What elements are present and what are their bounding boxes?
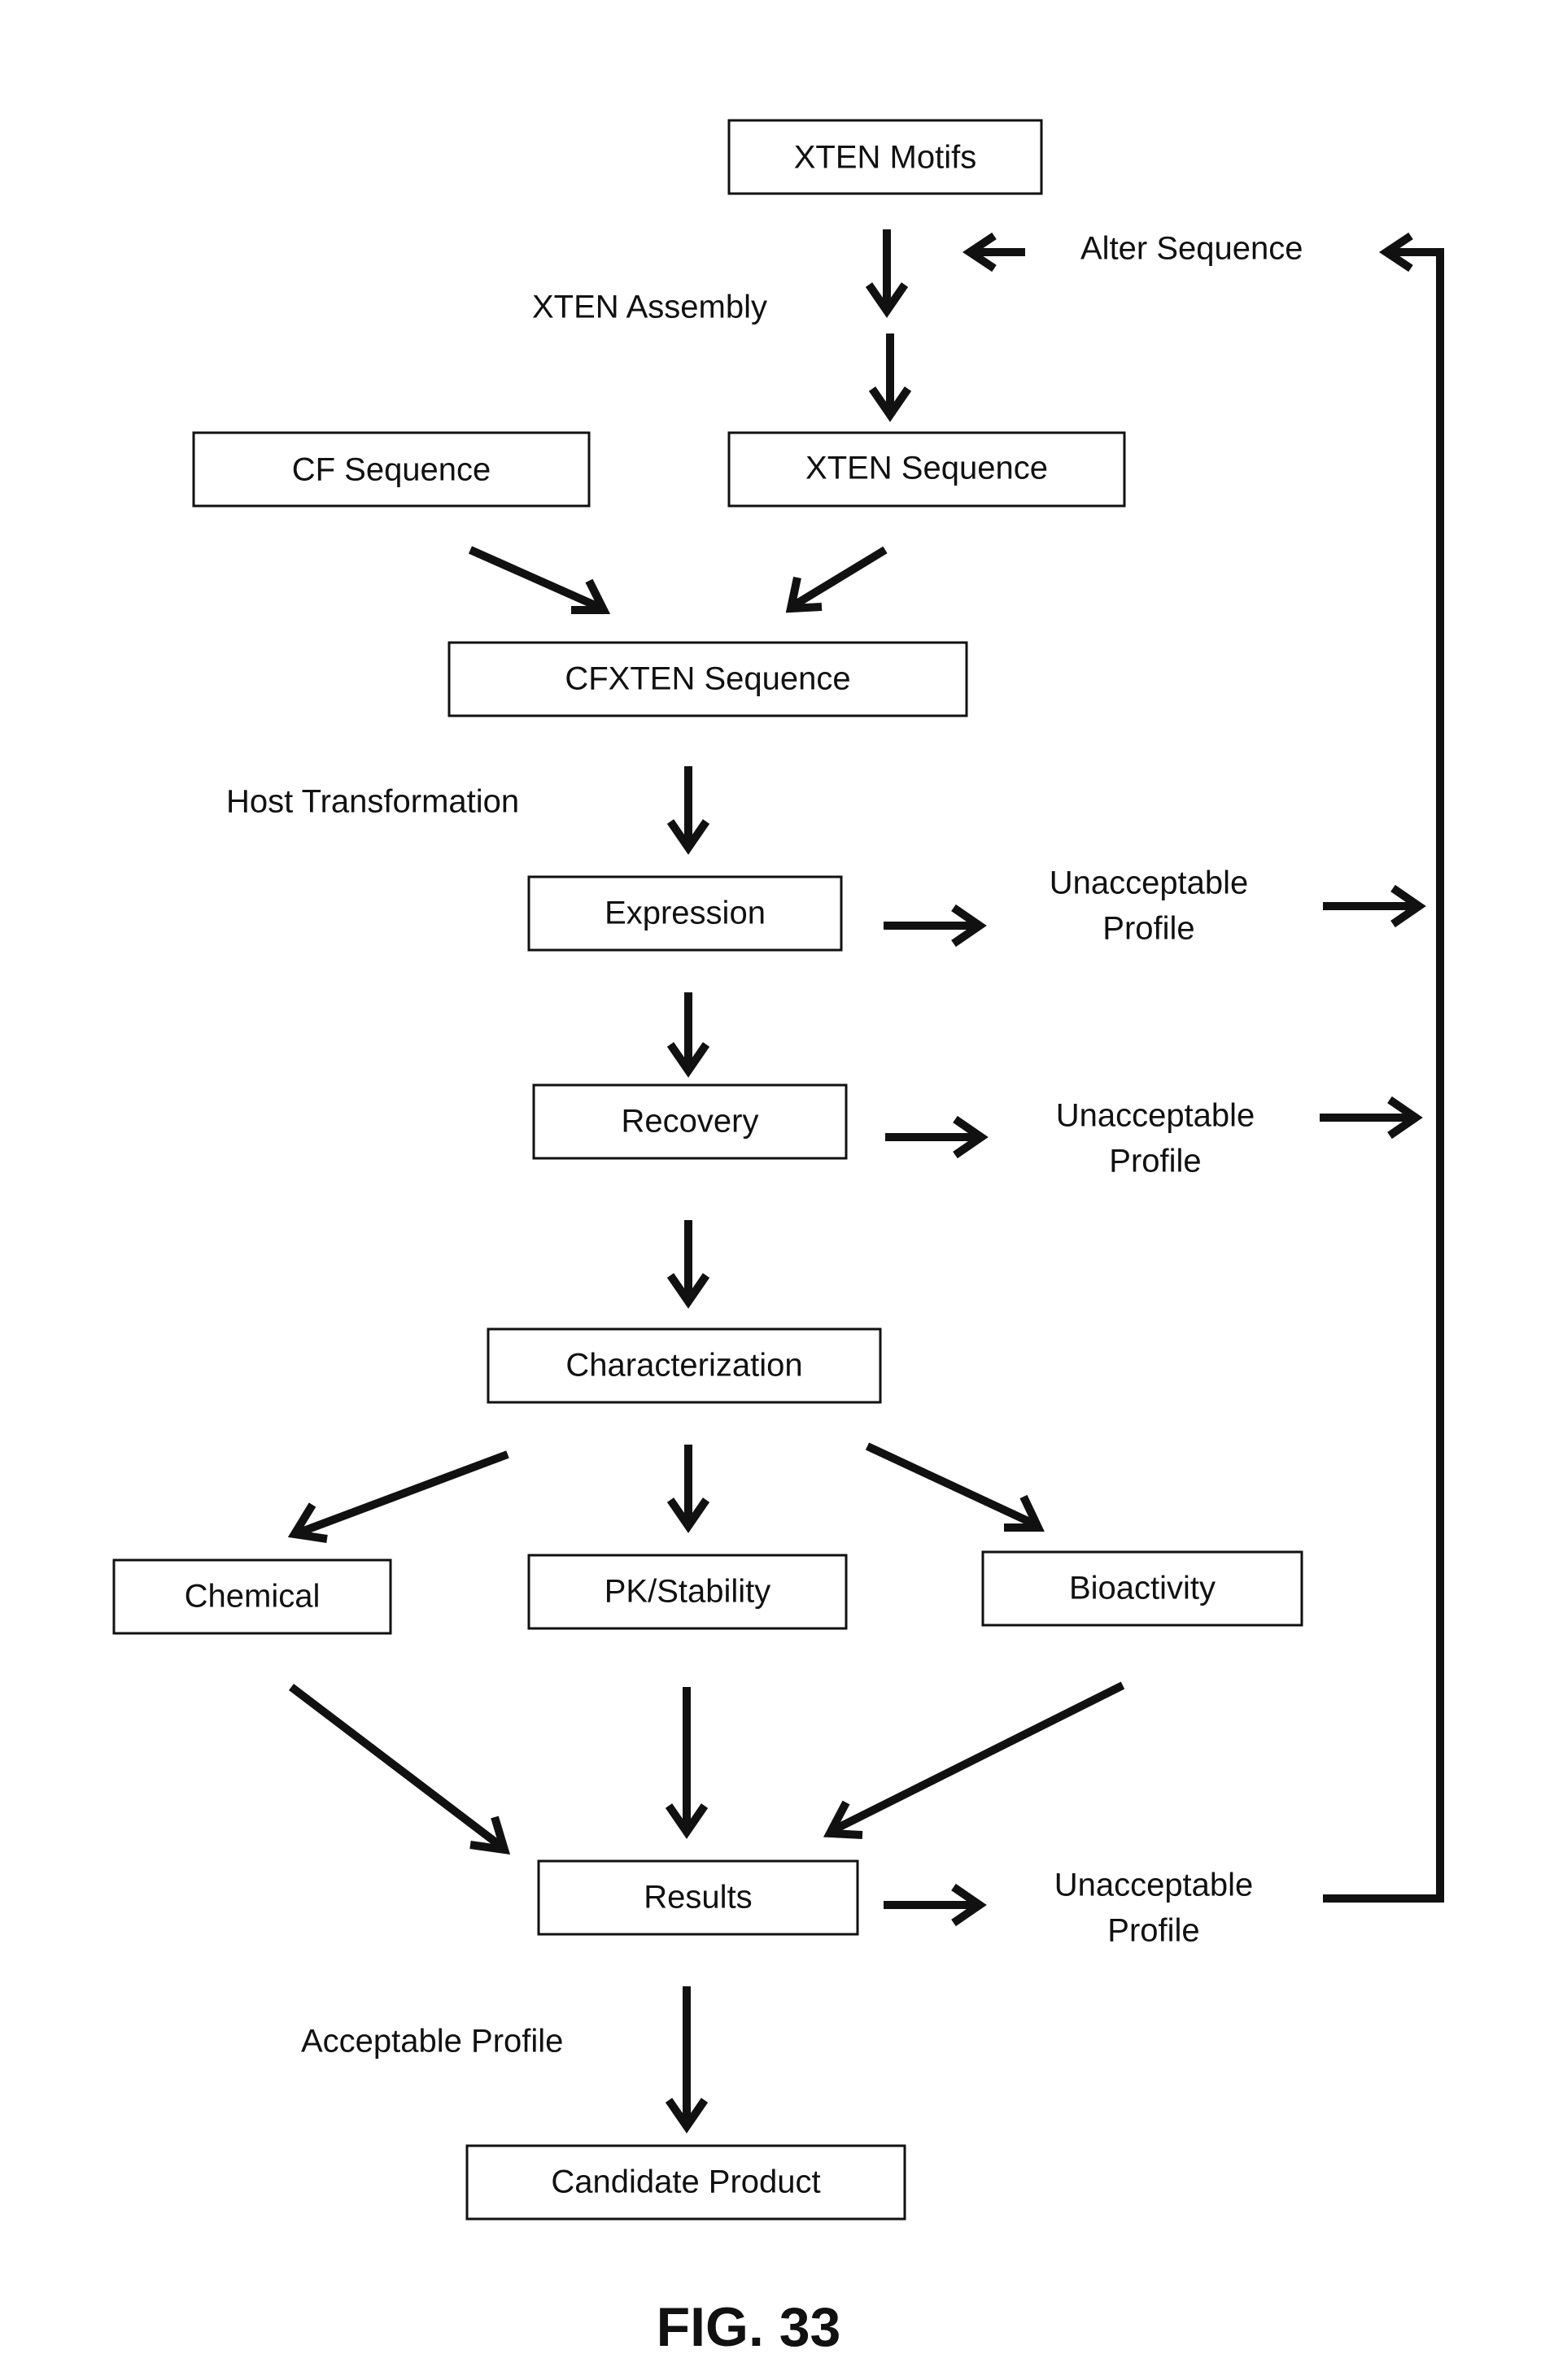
label-xten-assembly: XTEN Assembly [532, 290, 767, 325]
svg-text:Expression: Expression [605, 896, 766, 931]
node-candidate-product: Candidate Product [467, 2146, 905, 2219]
arrow-bioactivity-to-results [830, 1685, 1123, 1835]
svg-text:XTEN Motifs: XTEN Motifs [794, 140, 976, 176]
arrow-feedback-loop [1323, 236, 1440, 1898]
arrow-unacceptable-2-to-feedback [1320, 1100, 1416, 1136]
node-cf-sequence: CF Sequence [194, 433, 589, 506]
arrow-cfxten-to-expression [670, 766, 706, 848]
label-unacceptable-profile-3-line2: Profile [1107, 1913, 1199, 1949]
node-chemical: Chemical [114, 1560, 391, 1633]
label-host-transformation: Host Transformation [226, 784, 519, 820]
svg-text:Results: Results [644, 1880, 752, 1916]
arrow-expression-to-unacceptable [884, 908, 980, 944]
label-alter-sequence: Alter Sequence [1080, 231, 1303, 267]
svg-text:Recovery: Recovery [622, 1104, 759, 1140]
node-recovery: Recovery [534, 1085, 846, 1158]
arrow-expression-to-recovery [670, 992, 706, 1070]
arrow-xten-to-cfxten [791, 550, 885, 608]
arrow-characterization-to-chemical [295, 1454, 508, 1539]
svg-text:CF Sequence: CF Sequence [292, 452, 491, 488]
arrow-results-to-candidate [669, 1986, 705, 2126]
node-cfxten-sequence: CFXTEN Sequence [449, 643, 967, 716]
arrow-unacceptable-1-to-feedback [1323, 888, 1419, 924]
svg-text:CFXTEN Sequence: CFXTEN Sequence [565, 661, 850, 697]
svg-text:PK/Stability: PK/Stability [605, 1574, 771, 1610]
label-acceptable-profile: Acceptable Profile [301, 2024, 563, 2060]
label-unacceptable-profile-2-line1: Unacceptable [1056, 1098, 1255, 1134]
node-results: Results [539, 1861, 858, 1934]
svg-text:XTEN Sequence: XTEN Sequence [805, 451, 1048, 486]
label-unacceptable-profile-1-line2: Profile [1102, 911, 1194, 947]
svg-text:Candidate Product: Candidate Product [551, 2164, 820, 2200]
arrow-characterization-to-pk [670, 1445, 706, 1526]
arrow-alter-sequence-left [970, 236, 1025, 268]
arrow-cf-to-cfxten [470, 550, 604, 610]
svg-text:Bioactivity: Bioactivity [1069, 1571, 1216, 1606]
node-pk-stability: PK/Stability [529, 1555, 846, 1628]
node-bioactivity: Bioactivity [983, 1552, 1302, 1625]
node-expression: Expression [529, 877, 841, 950]
node-characterization: Characterization [488, 1329, 880, 1402]
arrow-results-to-unacceptable [884, 1887, 980, 1923]
arrow-recovery-to-characterization [670, 1220, 706, 1301]
label-unacceptable-profile-2-line2: Profile [1109, 1144, 1201, 1179]
arrow-pk-to-results [669, 1687, 705, 1832]
svg-text:Chemical: Chemical [185, 1579, 321, 1615]
figure-label: FIG. 33 [657, 2296, 841, 2358]
label-unacceptable-profile-3-line1: Unacceptable [1054, 1868, 1254, 1903]
svg-text:Characterization: Characterization [565, 1348, 802, 1384]
arrow-motifs-down [869, 229, 905, 311]
node-xten-motifs: XTEN Motifs [729, 120, 1041, 194]
arrow-assembly-down [872, 333, 908, 415]
label-unacceptable-profile-1-line1: Unacceptable [1050, 865, 1249, 901]
arrow-chemical-to-results [291, 1687, 504, 1850]
arrow-characterization-to-bioactivity [867, 1446, 1038, 1528]
node-xten-sequence: XTEN Sequence [729, 433, 1124, 506]
arrow-recovery-to-unacceptable [885, 1119, 981, 1155]
